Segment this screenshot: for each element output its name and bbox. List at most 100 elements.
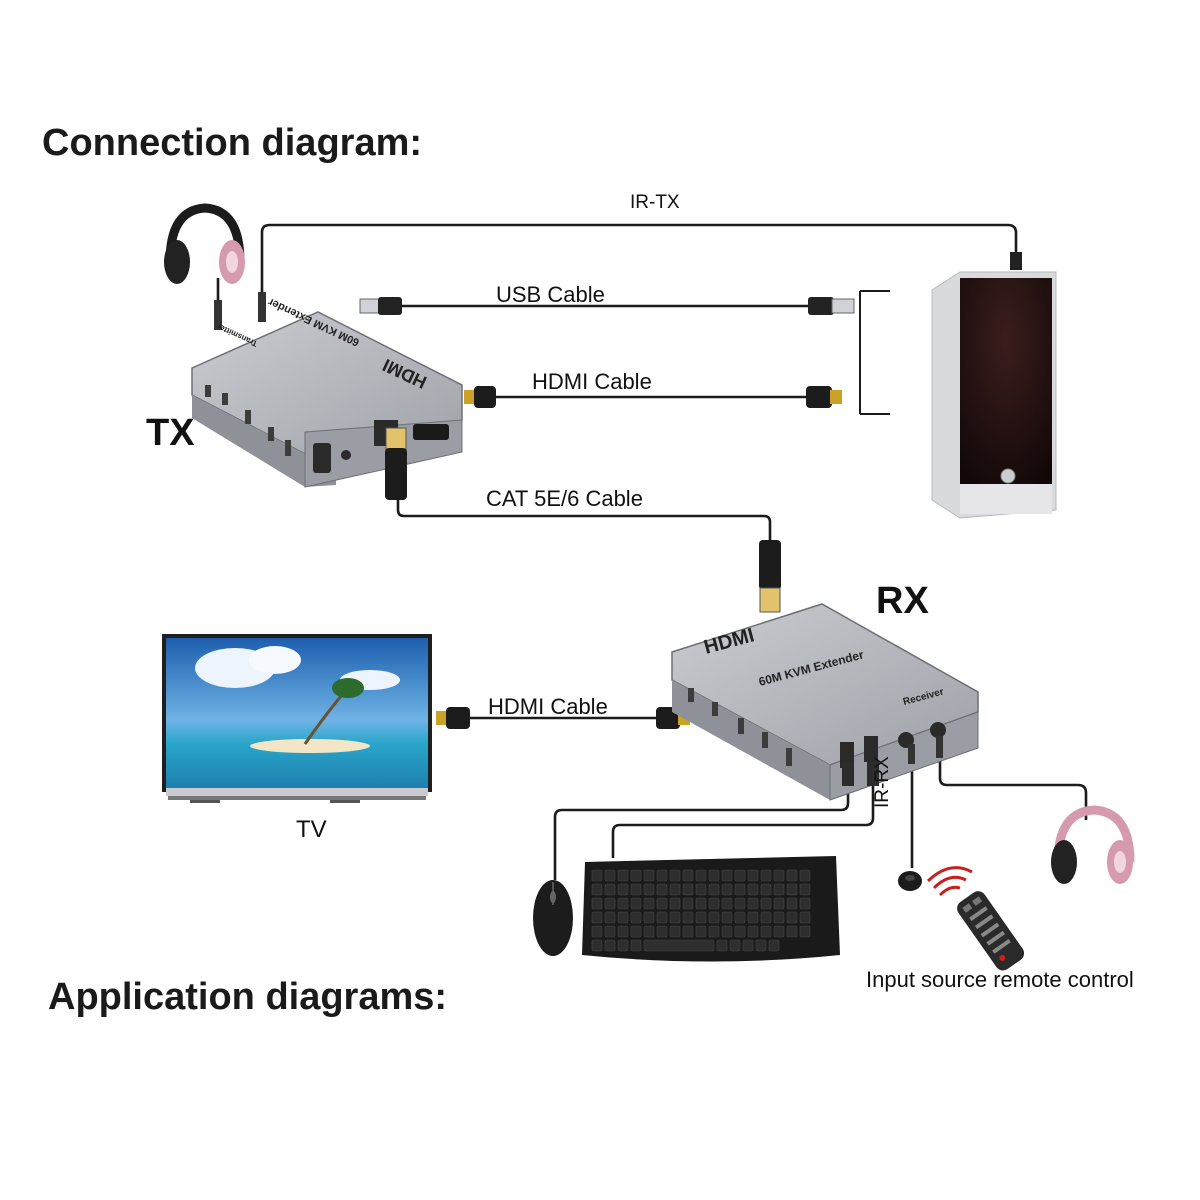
usb-plug-icon bbox=[808, 297, 855, 315]
keyboard-key bbox=[591, 883, 603, 896]
keyboard-key bbox=[604, 897, 616, 910]
keyboard-key bbox=[734, 925, 746, 938]
keyboard-key bbox=[721, 897, 733, 910]
rj45-plug-icon bbox=[759, 540, 781, 613]
mouse-icon bbox=[533, 880, 573, 956]
rx-extender-box: HDMI 60M KVM Extender Receiver bbox=[671, 603, 979, 801]
cat-cable bbox=[396, 500, 772, 540]
keyboard-key bbox=[716, 939, 728, 952]
tx-label: TX bbox=[146, 412, 195, 454]
keyboard-key bbox=[734, 897, 746, 910]
keyboard-key bbox=[617, 939, 629, 952]
connection-diagram-heading: Connection diagram: bbox=[42, 122, 423, 164]
cat-cable-label: CAT 5E/6 Cable bbox=[486, 486, 643, 511]
keyboard-key bbox=[760, 883, 772, 896]
usb-cable-label: USB Cable bbox=[496, 282, 605, 307]
keyboard-key bbox=[591, 911, 603, 924]
keyboard-key bbox=[630, 911, 642, 924]
keyboard-key bbox=[643, 897, 655, 910]
hdmi-cable-bottom-label: HDMI Cable bbox=[488, 694, 608, 719]
keyboard-key bbox=[760, 911, 772, 924]
keyboard-key bbox=[786, 897, 798, 910]
hdmi-plug-icon bbox=[436, 707, 470, 729]
keyboard-key bbox=[786, 925, 798, 938]
audio-plug-icon bbox=[936, 736, 943, 758]
hdmi-plug-icon bbox=[806, 386, 842, 408]
keyboard-key bbox=[799, 911, 811, 924]
keyboard-key bbox=[656, 883, 668, 896]
keyboard-key bbox=[786, 911, 798, 924]
keyboard-key bbox=[721, 911, 733, 924]
keyboard-key bbox=[708, 925, 720, 938]
keyboard-key bbox=[799, 925, 811, 938]
ir-tx-label: IR-TX bbox=[630, 192, 680, 213]
keyboard-key bbox=[721, 869, 733, 882]
hdmi-plug-icon bbox=[464, 386, 496, 408]
keyboard-key bbox=[656, 869, 668, 882]
remote-control-icon bbox=[926, 866, 1025, 971]
keyboard-key bbox=[591, 897, 603, 910]
keyboard-key bbox=[695, 925, 707, 938]
keyboard-key bbox=[773, 897, 785, 910]
keyboard-key bbox=[617, 883, 629, 896]
keyboard-key bbox=[708, 911, 720, 924]
keyboard-key bbox=[669, 897, 681, 910]
keyboard-key bbox=[682, 925, 694, 938]
keyboard-key bbox=[773, 925, 785, 938]
keyboard-key bbox=[643, 869, 655, 882]
keyboard-key bbox=[669, 925, 681, 938]
keyboard-key bbox=[768, 939, 780, 952]
keyboard-key bbox=[669, 911, 681, 924]
keyboard-key bbox=[682, 911, 694, 924]
keyboard-key bbox=[760, 869, 772, 882]
keyboard-key bbox=[742, 939, 754, 952]
ir-sensor-icon bbox=[898, 871, 922, 891]
keyboard-icon bbox=[582, 856, 840, 962]
keyboard-key bbox=[799, 897, 811, 910]
keyboard-key bbox=[669, 869, 681, 882]
keyboard-key bbox=[630, 939, 642, 952]
rx-label: RX bbox=[876, 580, 929, 622]
keyboard-key bbox=[669, 883, 681, 896]
keyboard-key bbox=[617, 869, 629, 882]
ir-plug-icon bbox=[908, 744, 915, 764]
keyboard-key bbox=[799, 869, 811, 882]
keyboard-key bbox=[773, 911, 785, 924]
keyboard-key bbox=[695, 897, 707, 910]
keyboard-key bbox=[734, 911, 746, 924]
keyboard-key bbox=[604, 869, 616, 882]
keyboard-key bbox=[682, 869, 694, 882]
keyboard-key bbox=[773, 869, 785, 882]
keyboard-key bbox=[708, 869, 720, 882]
keyboard-key bbox=[630, 925, 642, 938]
tv-label: TV bbox=[296, 816, 327, 843]
keyboard-key bbox=[799, 883, 811, 896]
keyboard-key bbox=[682, 883, 694, 896]
keyboard-key bbox=[617, 897, 629, 910]
ir-rx-label: IR-RX bbox=[872, 756, 893, 808]
keyboard-key bbox=[630, 897, 642, 910]
keyboard-key bbox=[591, 925, 603, 938]
keyboard-key bbox=[695, 911, 707, 924]
keyboard-key bbox=[682, 897, 694, 910]
tx-role-text: Transmitter bbox=[216, 322, 259, 349]
keyboard-key bbox=[760, 897, 772, 910]
pc-bracket bbox=[859, 290, 890, 415]
keyboard-key bbox=[656, 897, 668, 910]
keyboard-key bbox=[643, 911, 655, 924]
tv-icon bbox=[162, 634, 432, 803]
hdmi-cable-top-label: HDMI Cable bbox=[532, 369, 652, 394]
keyboard-key bbox=[591, 869, 603, 882]
keyboard-key bbox=[604, 883, 616, 896]
keyboard-key bbox=[747, 883, 759, 896]
keyboard-key bbox=[721, 883, 733, 896]
keyboard-key bbox=[695, 883, 707, 896]
headphones-icon bbox=[1051, 805, 1135, 884]
keyboard-key bbox=[643, 925, 655, 938]
keyboard-key bbox=[734, 883, 746, 896]
usb-plug-icon bbox=[359, 297, 402, 315]
keyboard-key bbox=[604, 911, 616, 924]
keyboard-key bbox=[630, 883, 642, 896]
